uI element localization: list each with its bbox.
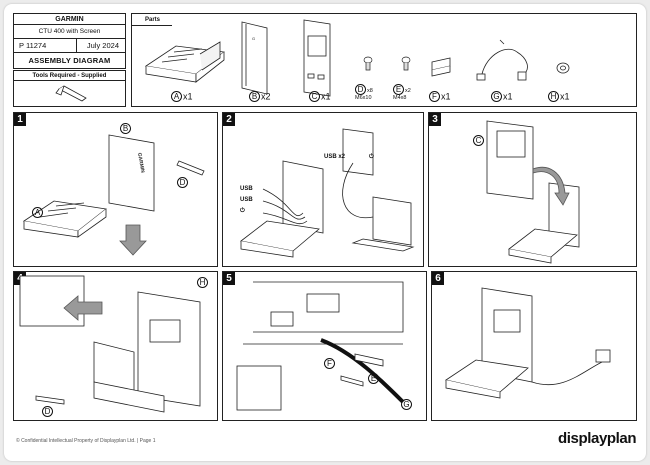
part-f-bracket-icon xyxy=(431,57,451,77)
usb-label-1: USB xyxy=(240,186,253,192)
doc-date: July 2024 xyxy=(86,41,119,50)
step-1-panel: 1 GARMIN B D A xyxy=(13,112,218,267)
callout-d: D xyxy=(177,177,188,188)
callout-c: C xyxy=(473,135,484,146)
part-a-base xyxy=(144,41,226,83)
tools-box: Tools Required - Supplied xyxy=(13,70,126,107)
step-6-illustration xyxy=(444,287,611,399)
parts-box: Parts G xyxy=(131,13,637,107)
part-g-cable-icon xyxy=(476,39,528,81)
callout-a: A xyxy=(32,207,43,218)
product-name: CTU 400 with Screen xyxy=(14,25,125,39)
parts-illustrations: G xyxy=(144,19,570,97)
tools-title: Tools Required - Supplied xyxy=(14,71,125,81)
part-h-grommet-icon xyxy=(556,62,570,74)
svg-text:G: G xyxy=(252,36,255,41)
part-c-screen-panel xyxy=(303,19,331,97)
part-d-screw-icon xyxy=(363,56,373,71)
step-6-panel: 6 xyxy=(431,271,637,421)
part-date-row: P 11274 July 2024 xyxy=(14,39,125,53)
step-5-panel: 5 F E G xyxy=(222,271,427,421)
callout-d: D xyxy=(42,406,53,417)
parts-title: Parts xyxy=(132,14,172,26)
footer-text: © Confidential Intellectual Property of … xyxy=(16,438,156,444)
step-number: 2 xyxy=(223,113,235,126)
callout-e: E xyxy=(368,373,379,384)
allen-key-icon xyxy=(55,85,87,102)
doc-title: ASSEMBLY DIAGRAM xyxy=(28,56,111,65)
brand-name: GARMIN xyxy=(14,14,125,25)
step-3-illustration xyxy=(486,120,580,264)
step-2-panel: 2 USB USB USB x2 ⏻ ⏻ xyxy=(222,112,424,267)
usb-x2-label: USB x2 xyxy=(324,154,346,160)
step-number: 3 xyxy=(429,113,441,126)
callout-b: B xyxy=(120,123,131,134)
step-1-illustration: GARMIN xyxy=(22,134,205,256)
step-number: 6 xyxy=(432,272,444,285)
part-e-screw-icon xyxy=(401,56,411,71)
title-block: GARMIN CTU 400 with Screen P 11274 July … xyxy=(13,13,126,69)
step-4-illustration xyxy=(19,275,201,413)
power-icon: ⏻ xyxy=(240,208,245,214)
part-number: P 11274 xyxy=(19,41,47,50)
step-number: 1 xyxy=(14,113,26,126)
step-number: 5 xyxy=(223,272,235,285)
callout-f: F xyxy=(324,358,335,369)
part-b-panel: G xyxy=(241,21,268,95)
power-icon-2: ⏻ xyxy=(369,154,374,160)
callout-g: G xyxy=(401,399,412,410)
usb-label-2: USB xyxy=(240,197,253,203)
step-4-panel: 4 D H xyxy=(13,271,218,421)
step-5-illustration xyxy=(236,281,405,411)
step-2-illustration xyxy=(240,128,415,258)
step-3-panel: 3 C xyxy=(428,112,637,267)
callout-h: H xyxy=(197,277,208,288)
svg-text:GARMIN: GARMIN xyxy=(136,152,145,173)
divider xyxy=(76,39,77,53)
displayplan-logo: displayplan xyxy=(558,430,637,447)
